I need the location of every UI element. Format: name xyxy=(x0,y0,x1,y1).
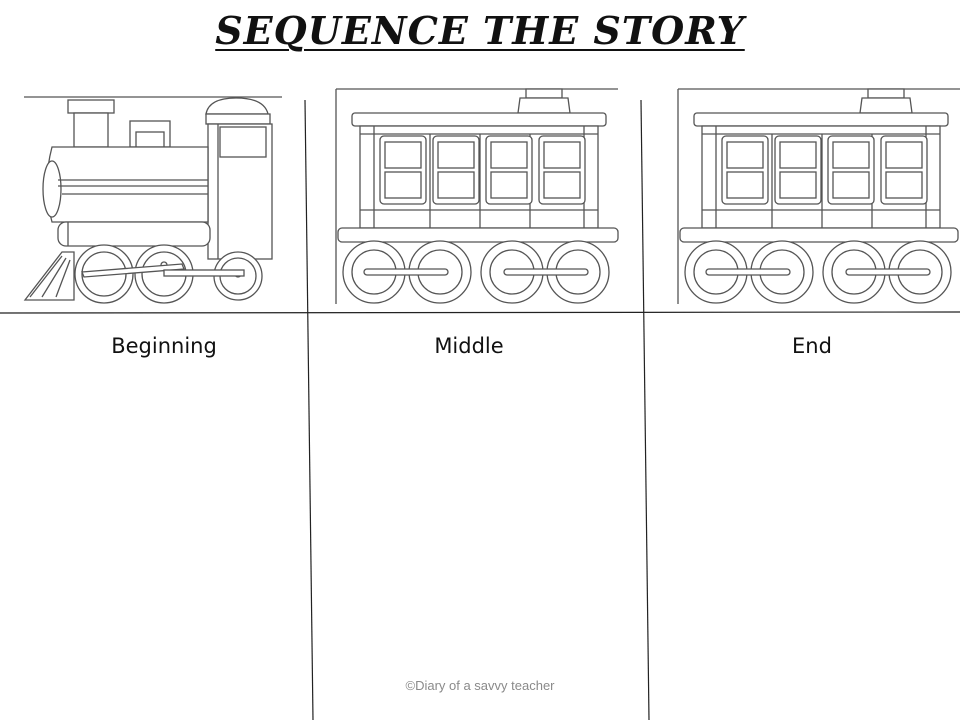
vertical-divider-right xyxy=(640,99,650,720)
locomotive-icon xyxy=(23,96,282,304)
copyright-footer: ©Diary of a savvy teacher xyxy=(405,678,555,693)
column-label-middle: Middle xyxy=(434,334,504,358)
column-label-beginning: Beginning xyxy=(111,334,217,358)
passenger-car-icon-end xyxy=(677,88,960,304)
vertical-divider-left xyxy=(304,99,314,720)
passenger-car-icon-middle xyxy=(335,88,619,304)
column-label-end: End xyxy=(792,334,832,358)
horizontal-divider xyxy=(0,311,960,314)
page-title: SEQUENCE THE STORY xyxy=(215,8,745,53)
